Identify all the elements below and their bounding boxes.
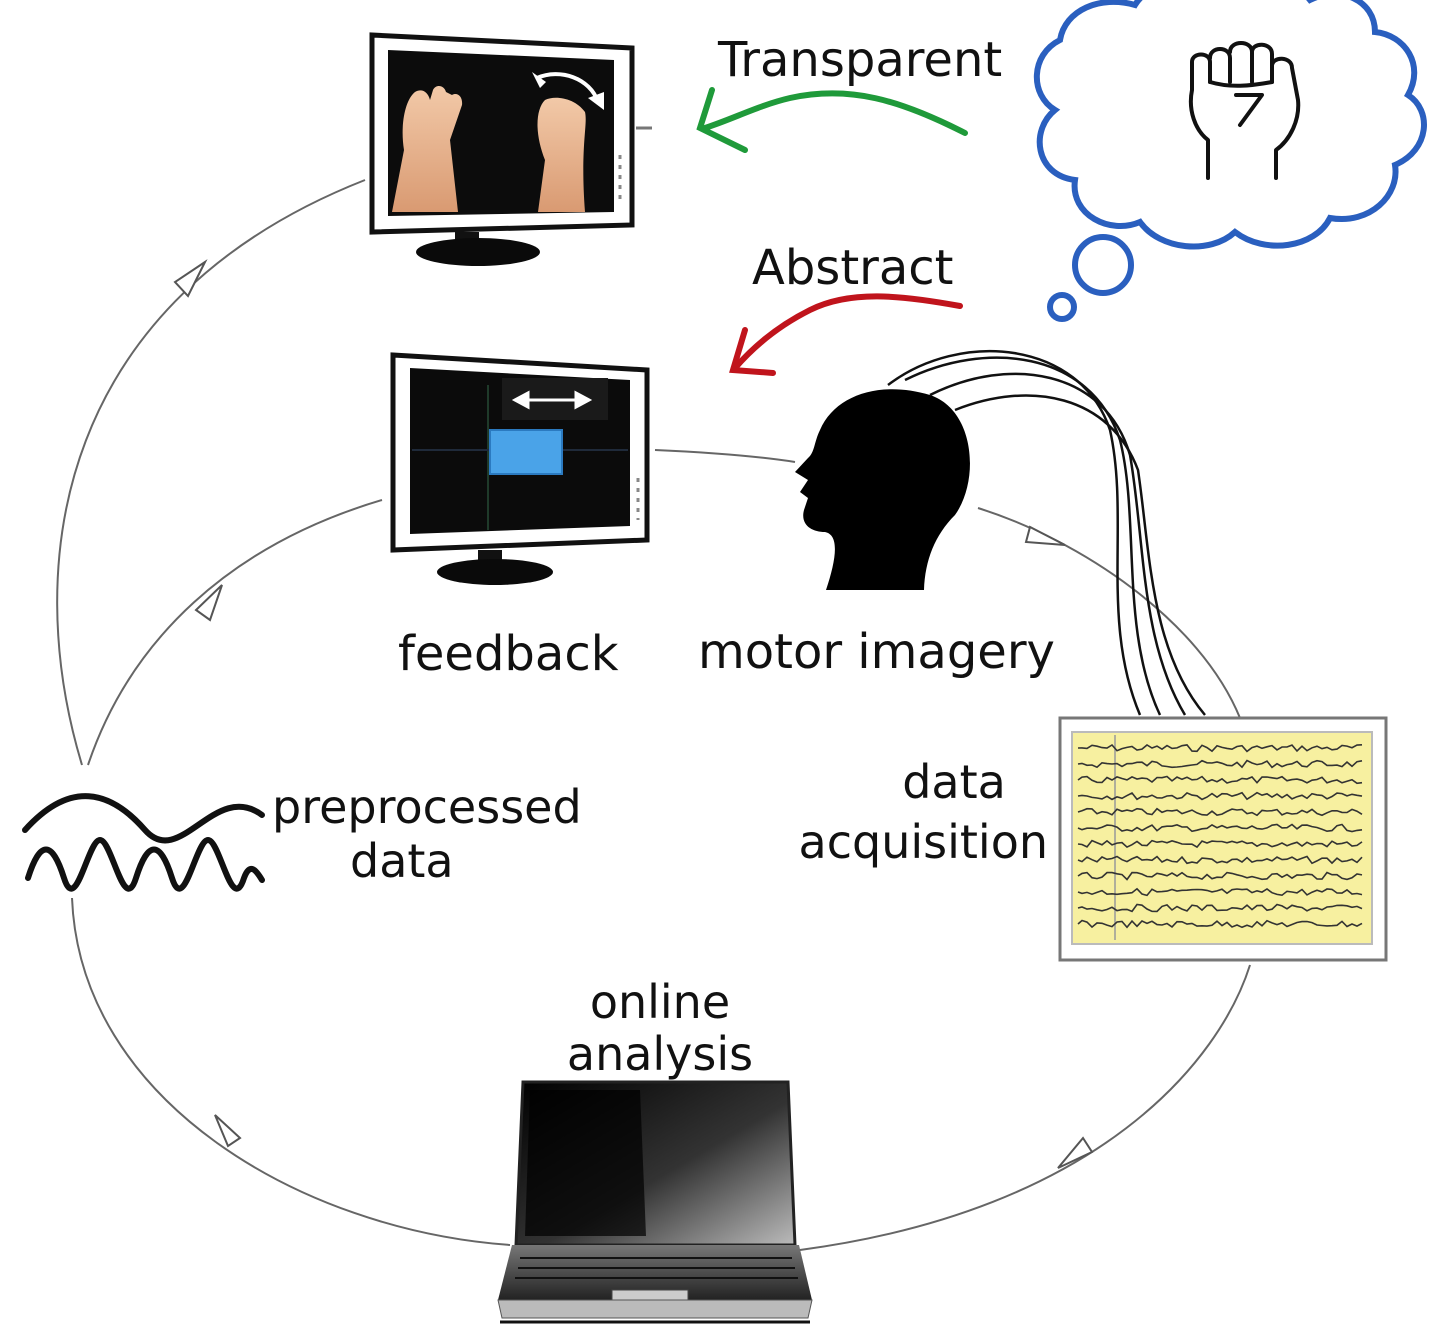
data-acquisition-line-2: acquisition — [798, 815, 1048, 869]
preprocessed-data-label: preprocessed data — [272, 780, 582, 888]
cycle-arrowheads — [173, 259, 1094, 1169]
abstract-arrow — [729, 293, 963, 376]
outer-path-to-transparent-monitor — [56, 179, 366, 766]
online-analysis-line-1: online — [589, 975, 731, 1029]
horizontal-arrow-icon — [511, 390, 593, 410]
cycle-connectors — [56, 179, 1251, 1251]
thought-bubble-small — [1047, 292, 1077, 322]
eeg-trace — [1077, 839, 1363, 849]
motor-imagery-label: motor imagery — [698, 624, 1055, 680]
arrowhead-inner — [194, 584, 223, 622]
eeg-trace — [1077, 791, 1363, 801]
eeg-trace — [1077, 743, 1363, 753]
laptop-to-preprocessed-path — [71, 897, 511, 1246]
online-analysis-label: online analysis — [560, 976, 760, 1080]
laptop-icon — [497, 1080, 813, 1324]
eeg-trace — [1077, 807, 1363, 817]
eeg-trace — [1077, 903, 1363, 913]
transparent-label: Transparent — [718, 32, 1003, 88]
abstract-label: Abstract — [752, 240, 954, 296]
transparent-feedback-monitor — [369, 32, 652, 266]
inner-path-to-abstract-monitor — [87, 499, 383, 766]
eeg-trace — [1077, 775, 1363, 785]
thought-cloud-icon — [1033, 0, 1427, 322]
eeg-trace — [1077, 855, 1363, 865]
arrowhead-laptop-pre — [214, 1114, 242, 1148]
eeg-trace — [1077, 871, 1363, 881]
thought-bubble-medium — [1072, 234, 1134, 296]
arrowhead-head-acq — [1024, 525, 1066, 546]
eeg-trace — [1077, 919, 1363, 929]
eeg-trace — [1077, 823, 1363, 833]
eeg-trace — [1077, 759, 1363, 769]
data-acquisition-line-1: data — [902, 755, 1006, 809]
arrowhead-acq-laptop — [1057, 1136, 1094, 1169]
preprocessed-data-line-2: data — [350, 834, 454, 888]
feedback-block — [489, 429, 563, 475]
fist-icon — [1188, 41, 1301, 180]
eeg-trace — [1077, 887, 1363, 897]
sine-wave-icon — [22, 793, 265, 892]
head-silhouette-icon — [795, 389, 970, 590]
monitor-to-head-connector — [654, 449, 796, 463]
eeg-traces-icon — [1058, 716, 1388, 962]
virtual-hands-icon — [392, 86, 586, 212]
online-analysis-line-2: analysis — [566, 1027, 754, 1081]
acquisition-to-laptop-path — [799, 964, 1251, 1251]
preprocessed-data-line-1: preprocessed — [272, 780, 582, 834]
transparent-arrow — [696, 87, 968, 153]
data-acquisition-label: data acquisition — [790, 752, 1048, 872]
feedback-label: feedback — [398, 626, 619, 682]
head-to-acquisition-path — [977, 507, 1241, 719]
abstract-feedback-monitor — [390, 352, 650, 585]
arrowhead-outer — [173, 259, 208, 298]
electrode-wires — [887, 349, 1206, 716]
rotate-arrow-icon — [532, 72, 604, 110]
